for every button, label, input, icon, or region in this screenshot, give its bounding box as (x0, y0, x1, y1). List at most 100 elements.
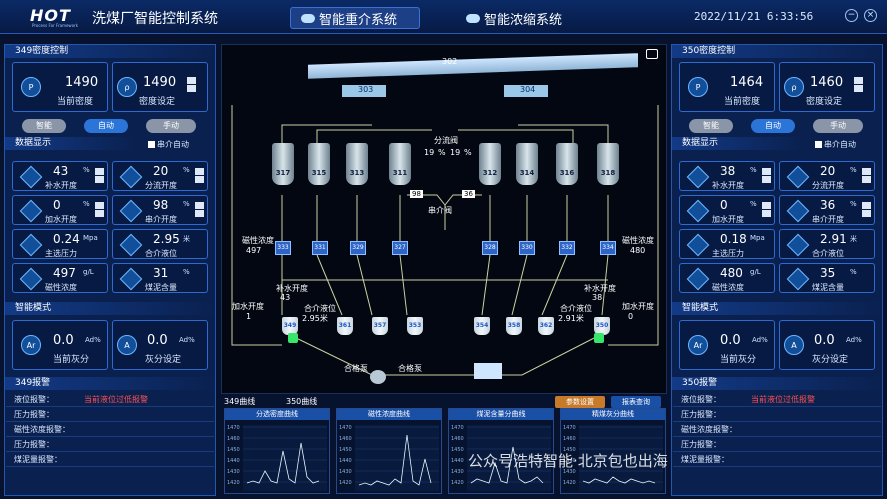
y-tick-label: 1440 (563, 458, 576, 464)
gauge-icon (19, 165, 43, 189)
left-cell-unit: g/L (83, 268, 94, 276)
right-cell-label: 分流开度 (812, 181, 844, 190)
tab-350-curve[interactable]: 350曲线 (286, 397, 318, 406)
right-data-cell: 36%串介开度 (779, 195, 875, 225)
right-cell-stepper[interactable] (762, 202, 771, 218)
level-right-value: 2.91米 (558, 314, 584, 323)
left-alarm-row: 液位报警：当前液位过低报警 (6, 392, 214, 407)
right-mode-manual-button[interactable]: 手动 (813, 119, 863, 133)
left-mode-smart-button[interactable]: 智能 (22, 119, 66, 133)
right-cell-value: 480 (720, 266, 743, 280)
ash-icon: Ar (21, 335, 41, 355)
right-data-cell: 38%补水开度 (679, 161, 775, 191)
left-data-cell: 0%加水开度 (12, 195, 108, 225)
pipe-network (231, 105, 659, 376)
left-mode-manual-button[interactable]: 手动 (146, 119, 196, 133)
curve-chart-title: 分选密度曲线 (225, 409, 329, 420)
gauge-icon (686, 199, 710, 223)
curve-chart-title: 精煤灰分曲线 (561, 409, 665, 420)
tab-thickening-label: 智能浓缩系统 (484, 12, 563, 28)
right-cell-value: 38 (720, 164, 736, 178)
tab-349-curve[interactable]: 349曲线 (224, 397, 256, 406)
gauge-icon (119, 267, 143, 291)
tank: 312 (479, 143, 501, 185)
left-density-set-stepper[interactable] (187, 77, 196, 93)
gauge-icon (19, 199, 43, 223)
right-mode-auto-button[interactable]: 自动 (751, 119, 795, 133)
tab-thickening[interactable]: 智能浓缩系统 (456, 7, 586, 29)
split-right-value: 19 (450, 148, 461, 157)
left-cell-unit: 米 (183, 235, 190, 243)
y-tick-label: 1460 (339, 436, 352, 442)
left-cell-stepper[interactable] (195, 168, 204, 184)
separator: 327 (392, 241, 408, 255)
right-data-title: 数据显示 (672, 137, 802, 150)
right-ash-set-box: A 0.0 Ad% 灰分设定 (779, 320, 875, 370)
gauge-icon (119, 165, 143, 189)
curve-plot (355, 425, 439, 491)
right-cell-value: 2.91 (820, 232, 847, 246)
right-density-set-stepper[interactable] (854, 77, 863, 93)
left-cell-stepper[interactable] (95, 168, 104, 184)
left-current-density-label: 当前密度 (57, 97, 94, 107)
right-cell-stepper[interactable] (862, 202, 871, 218)
right-alarm-list: 液位报警：当前液位过低报警压力报警：磁性浓度报警：压力报警：煤泥量报警： (673, 392, 881, 467)
process-diagram: 302 303 304 317 315 313 311 312 314 316 … (221, 44, 667, 394)
left-alarm-label: 压力报警： (14, 410, 54, 419)
y-tick-label: 1420 (339, 480, 352, 486)
fill-left-value: 43 (280, 293, 291, 302)
separator: 330 (519, 241, 535, 255)
y-tick-label: 1420 (451, 480, 464, 486)
right-ash-set-value: 0.0 (814, 333, 835, 348)
right-cell-label: 加水开度 (712, 215, 744, 224)
y-tick-label: 1430 (451, 469, 464, 475)
conveyor-label: 302 (442, 57, 458, 66)
gauge-icon (786, 267, 810, 291)
right-mode-smart-button[interactable]: 智能 (689, 119, 733, 133)
tank: 311 (389, 143, 411, 185)
y-tick-label: 1420 (227, 480, 240, 486)
right-cell-stepper[interactable] (762, 168, 771, 184)
gauge-icon (686, 233, 710, 257)
report-button[interactable]: 报表查询 (611, 396, 661, 408)
tab-heavy-medium[interactable]: 智能重介系统 (290, 7, 420, 29)
y-tick-label: 1460 (227, 436, 240, 442)
right-series-auto-checkbox[interactable]: 串介自动 (815, 139, 856, 150)
y-tick-label: 1440 (451, 458, 464, 464)
close-icon[interactable]: × (864, 9, 877, 22)
pump-right-label: 合格泵 (398, 364, 422, 373)
medium-tank: 361 (337, 317, 353, 335)
left-cell-stepper[interactable] (95, 202, 104, 218)
gauge-icon (19, 267, 43, 291)
mag-left-value: 497 (246, 246, 262, 255)
curve-chart-title: 磁性浓度曲线 (337, 409, 441, 420)
left-series-auto-checkbox[interactable]: 串介自动 (148, 139, 189, 150)
gauge-icon (119, 199, 143, 223)
right-cell-stepper[interactable] (862, 168, 871, 184)
params-button[interactable]: 参数设置 (555, 396, 605, 408)
y-tick-label: 1430 (227, 469, 240, 475)
gauge-icon (686, 165, 710, 189)
left-cell-stepper[interactable] (195, 202, 204, 218)
series-right-value: 36 (462, 190, 475, 198)
right-alarm-level-text: 当前液位过低报警 (751, 395, 815, 404)
y-tick-label: 1450 (227, 447, 240, 453)
curve-plot (243, 425, 327, 491)
curve-line (358, 434, 432, 486)
camera-icon[interactable] (646, 49, 658, 59)
curve-plot (467, 425, 551, 491)
left-cell-value: 497 (53, 266, 76, 280)
left-mode-auto-button[interactable]: 自动 (84, 119, 128, 133)
y-tick-label: 1430 (563, 469, 576, 475)
left-ash-set-label: 灰分设定 (145, 355, 182, 365)
mag-left-label: 磁性浓度 (242, 236, 274, 245)
medium-tank: 350 (594, 317, 610, 335)
minimize-icon[interactable]: − (845, 9, 858, 22)
tank: 318 (597, 143, 619, 185)
left-cell-value: 0 (53, 198, 61, 212)
add-left-label: 加水开度 (232, 302, 264, 311)
